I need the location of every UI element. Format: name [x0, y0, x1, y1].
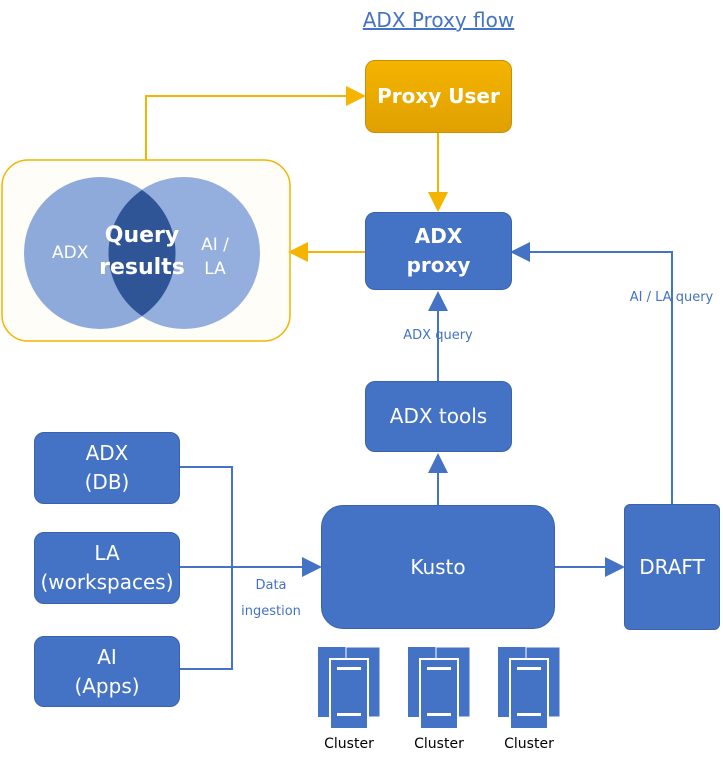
venn-label-ai-la: AI / LA — [200, 233, 230, 281]
draft-label: DRAFT — [639, 554, 705, 579]
cluster-label: Cluster — [414, 736, 464, 752]
adx-tools-label: ADX tools — [389, 404, 488, 428]
edge-label-ingestion: ingestion — [241, 604, 301, 619]
arrow-results-to-user — [145, 86, 366, 160]
arrow-draft-to-proxy — [510, 242, 673, 504]
server-icon — [318, 646, 381, 730]
draft-node[interactable]: DRAFT — [624, 504, 720, 630]
adx-proxy-node[interactable]: ADX proxy — [365, 212, 512, 290]
venn-label-ai-la-line1: AI / — [201, 235, 229, 255]
adx-proxy-label-line2: proxy — [406, 253, 471, 277]
venn-label-query-results: Query results — [92, 220, 192, 284]
venn-label-results: results — [99, 255, 185, 280]
edge-label-adx-query: ADX query — [403, 328, 473, 343]
proxy-user-node[interactable]: Proxy User — [365, 60, 512, 133]
ai-label-line1: AI — [97, 644, 117, 669]
adx-db-label-line1: ADX — [85, 441, 129, 465]
adx-proxy-label-line1: ADX — [414, 224, 463, 248]
venn-label-ai-la-line2: LA — [204, 259, 226, 279]
adx-db-label-line2: (DB) — [84, 470, 130, 494]
edge-label-ai-la-query: AI / LA query — [629, 290, 714, 305]
venn-intersection — [108, 190, 176, 316]
la-workspaces-node[interactable]: LA (workspaces) — [34, 532, 180, 604]
kusto-node[interactable]: Kusto — [321, 505, 555, 629]
proxy-user-label: Proxy User — [377, 84, 500, 108]
server-icon — [498, 646, 561, 730]
adx-tools-node[interactable]: ADX tools — [365, 381, 512, 452]
adx-db-node[interactable]: ADX (DB) — [34, 432, 180, 504]
cluster-label: Cluster — [504, 736, 554, 752]
la-label-line1: LA — [94, 541, 120, 565]
cluster-label: Cluster — [324, 736, 374, 752]
ai-apps-node[interactable]: AI (Apps) — [34, 636, 180, 707]
venn-label-adx: ADX — [52, 243, 89, 263]
diagram-title: ADX Proxy flow — [362, 8, 515, 32]
edge-label-data-ingestion: Data ingestion — [236, 573, 306, 625]
server-icon — [408, 646, 471, 730]
venn-label-query: Query — [104, 223, 180, 248]
la-label-line2: (workspaces) — [40, 570, 174, 594]
edge-label-data: Data — [255, 578, 287, 593]
ai-label-line2: (Apps) — [74, 673, 140, 698]
kusto-label: Kusto — [410, 554, 466, 579]
